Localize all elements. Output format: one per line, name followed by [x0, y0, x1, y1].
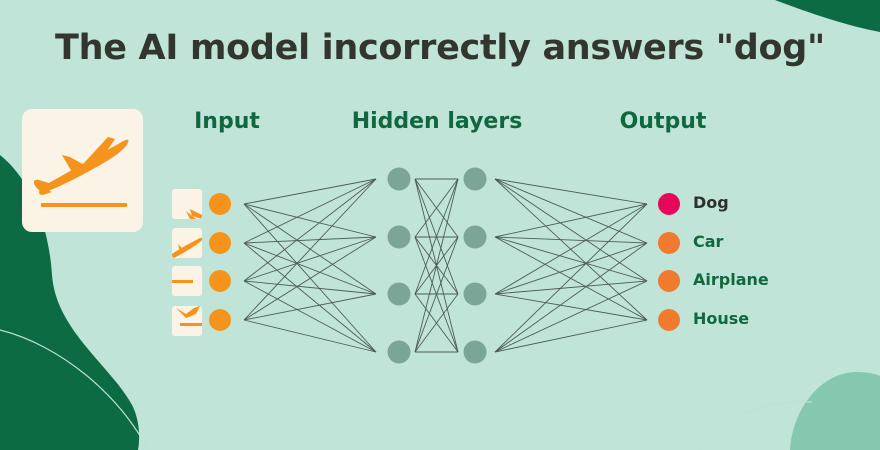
- corner-blob-top-right: [775, 0, 880, 32]
- network-edge: [494, 178, 648, 244]
- airplane-fragment-icon: [172, 237, 202, 258]
- network-edge: [243, 178, 377, 244]
- output-node: [658, 270, 680, 292]
- network-edge: [494, 280, 648, 353]
- output-node: [658, 232, 680, 254]
- network-nodes: [209, 167, 680, 364]
- network-edge: [243, 236, 377, 282]
- output-column-label: Output: [619, 109, 707, 134]
- airplane-fragment-icon: [176, 306, 202, 326]
- input-node: [209, 309, 231, 331]
- output-node: [658, 193, 680, 215]
- network-edge: [494, 178, 648, 205]
- network-edge: [494, 280, 648, 295]
- hidden-node-layer2: [463, 167, 487, 191]
- light-green-blob: [790, 372, 880, 450]
- output-label-house: House: [693, 309, 750, 328]
- network-edge: [414, 178, 459, 295]
- network-edge: [243, 178, 377, 282]
- input-fragment-2: [172, 228, 202, 258]
- thin-curve-left: [0, 329, 149, 450]
- network-edge: [494, 203, 648, 353]
- network-edge: [494, 203, 648, 295]
- airplane-takeoff-icon: [33, 137, 129, 207]
- network-edge: [243, 203, 377, 238]
- hidden-layers-column-label: Hidden layers: [351, 109, 523, 134]
- input-column-label: Input: [194, 109, 260, 134]
- hidden-node-layer2: [463, 282, 487, 306]
- network-edge: [243, 280, 377, 353]
- input-node: [209, 232, 231, 254]
- hidden-node-layer2: [463, 225, 487, 249]
- input-fragment-4: [172, 306, 202, 336]
- network-edge: [243, 236, 377, 321]
- network-edge: [494, 242, 648, 295]
- airplane-fragment-icon: [172, 280, 193, 283]
- page-title: The AI model incorrectly answers "dog": [55, 28, 825, 68]
- hidden-node-layer1: [387, 282, 411, 306]
- airplane-fragment-icon: [186, 209, 202, 219]
- network-edge: [243, 178, 377, 321]
- network-edge: [494, 319, 648, 353]
- network-edge: [494, 178, 648, 282]
- network-edges: [243, 178, 648, 353]
- network-edge: [414, 236, 459, 353]
- network-edge: [414, 178, 459, 238]
- network-edge: [494, 242, 648, 353]
- output-label-dog: Dog: [693, 193, 729, 212]
- network-edge: [243, 178, 377, 205]
- network-edge: [494, 236, 648, 244]
- hidden-node-layer1: [387, 340, 411, 364]
- output-label-airplane: Airplane: [693, 270, 769, 289]
- network-edge: [494, 293, 648, 321]
- input-node: [209, 270, 231, 292]
- network-edge: [494, 236, 648, 282]
- network-edge: [414, 178, 459, 353]
- output-node: [658, 309, 680, 331]
- input-image-card: [22, 109, 143, 232]
- input-fragment-1: [172, 189, 202, 219]
- network-edge: [243, 236, 377, 244]
- network-edge: [243, 242, 377, 295]
- hidden-node-layer1: [387, 225, 411, 249]
- network-edge: [414, 293, 459, 353]
- input-fragment-3: [172, 266, 202, 296]
- network-edge: [243, 242, 377, 353]
- network-edge: [494, 203, 648, 238]
- network-edge: [243, 280, 377, 295]
- thin-curve-right: [699, 401, 813, 450]
- output-label-car: Car: [693, 232, 724, 251]
- hidden-node-layer2: [463, 340, 487, 364]
- network-edge: [243, 293, 377, 321]
- input-node: [209, 193, 231, 215]
- network-edge: [243, 319, 377, 353]
- hidden-node-layer1: [387, 167, 411, 191]
